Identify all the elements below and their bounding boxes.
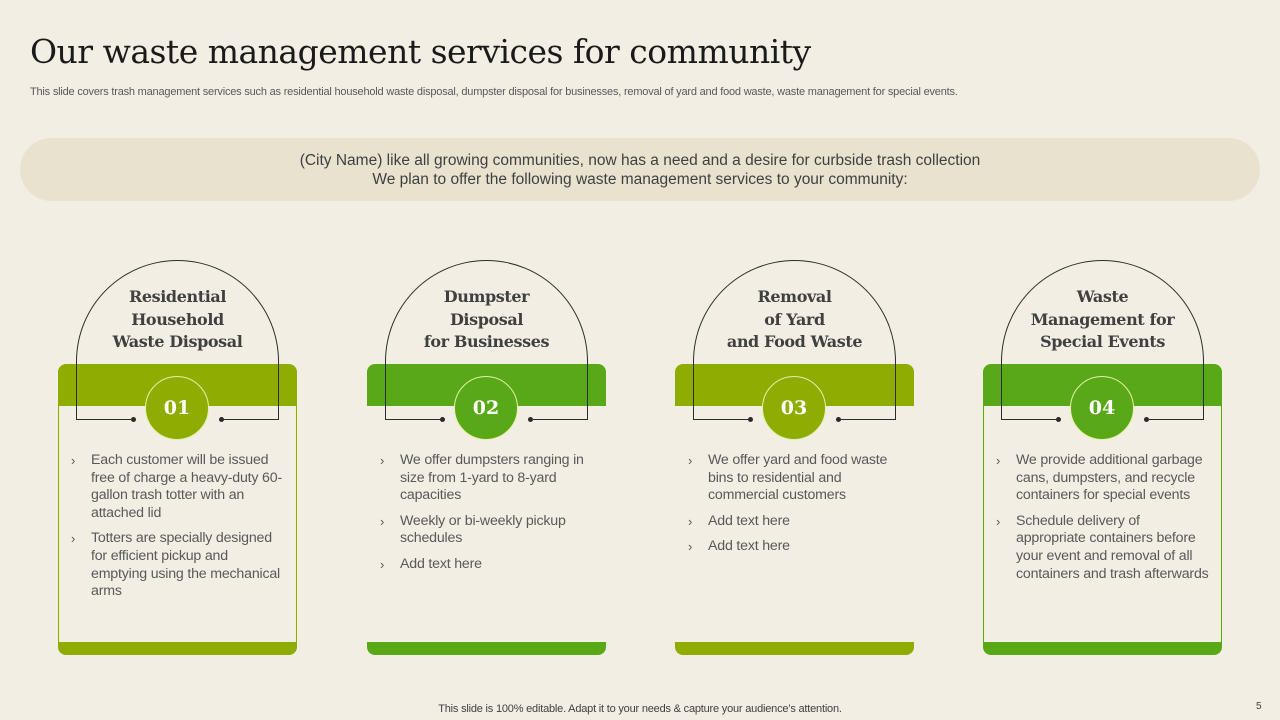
card-title: Dumpster Disposal for Businesses	[387, 286, 586, 354]
bullet-item: › We offer yard and food waste bins to re…	[688, 452, 903, 505]
service-card-4: Waste Management for Special Events 04 ›…	[983, 258, 1222, 656]
card-title-line: Waste	[1076, 287, 1129, 306]
service-card-1: Residential Household Waste Disposal 01 …	[58, 258, 297, 656]
card-number-badge: 04	[1070, 376, 1134, 440]
card-title: Residential Household Waste Disposal	[78, 286, 277, 354]
intro-banner: (City Name) like all growing communities…	[20, 138, 1260, 201]
card-footer-bar	[983, 642, 1222, 655]
bullet-item: › We offer dumpsters ranging in size from…	[380, 452, 595, 505]
slide-subtitle: This slide covers trash management servi…	[30, 86, 958, 98]
chevron-right-icon: ›	[71, 531, 76, 547]
bullet-item: › Schedule delivery of appropriate contai…	[996, 513, 1211, 583]
bullet-text: We offer dumpsters ranging in size from …	[400, 452, 584, 504]
bullet-item: › Add text here	[688, 538, 903, 556]
connector-line-right	[530, 419, 588, 421]
card-title-line: Waste Disposal	[112, 332, 243, 351]
connector-dot-left	[440, 417, 445, 422]
chevron-right-icon: ›	[380, 453, 385, 468]
bullet-item: › Totters are specially designed for effi…	[71, 530, 286, 600]
connector-line-left	[76, 419, 134, 421]
slide-title: Our waste management services for commun…	[30, 32, 811, 71]
card-title-line: Dumpster	[443, 287, 530, 306]
bullet-text: Add text here	[400, 555, 482, 572]
chevron-right-icon: ›	[688, 513, 693, 529]
banner-line-2: We plan to offer the following waste man…	[372, 170, 908, 188]
bullet-text: Each customer will be issued free of cha…	[91, 452, 282, 521]
chevron-right-icon: ›	[688, 453, 693, 468]
bullet-text: Add text here	[708, 512, 790, 529]
card-title-line: Management for	[1030, 309, 1175, 329]
card-title-line: of Yard	[764, 309, 825, 329]
connector-line-left	[385, 419, 443, 421]
connector-dot-right	[836, 417, 841, 422]
bullet-text: Add text here	[708, 538, 790, 555]
connector-dot-left	[1056, 417, 1061, 422]
chevron-right-icon: ›	[71, 453, 76, 468]
banner-line-1: (City Name) like all growing communities…	[299, 151, 981, 169]
chevron-right-icon: ›	[380, 513, 385, 529]
bullet-item: › Weekly or bi-weekly pickup schedules	[380, 513, 595, 548]
connector-line-left	[1001, 419, 1059, 421]
card-bullet-list: › We offer yard and food waste bins to re…	[688, 452, 903, 564]
card-number-badge: 01	[145, 376, 209, 440]
slide-footer-note: This slide is 100% editable. Adapt it to…	[438, 703, 842, 715]
card-title-line: Removal	[757, 287, 832, 306]
card-title-line: Special Events	[1040, 332, 1165, 351]
connector-line-right	[1146, 419, 1204, 421]
chevron-right-icon: ›	[996, 453, 1001, 468]
card-footer-bar	[58, 642, 297, 655]
connector-line-right	[838, 419, 896, 421]
card-number-badge: 02	[454, 376, 518, 440]
bullet-item: › Each customer will be issued free of ch…	[71, 452, 286, 522]
service-card-2: Dumpster Disposal for Businesses 02 › We …	[367, 258, 606, 656]
connector-line-left	[693, 419, 751, 421]
bullet-item: › We provide additional garbage cans, dum…	[996, 452, 1211, 505]
bullet-item: › Add text here	[380, 556, 595, 574]
bullet-text: Schedule delivery of appropriate contain…	[1016, 512, 1209, 582]
card-body	[983, 406, 1222, 642]
card-title-line: Household	[131, 309, 224, 329]
card-bullet-list: › We provide additional garbage cans, dum…	[996, 452, 1211, 591]
page-number: 5	[1256, 701, 1262, 712]
connector-dot-left	[131, 417, 136, 422]
card-title: Removal of Yard and Food Waste	[695, 286, 894, 354]
service-card-3: Removal of Yard and Food Waste 03 › We of…	[675, 258, 914, 656]
card-title-line: Disposal	[449, 309, 524, 329]
bullet-text: We offer yard and food waste bins to res…	[708, 452, 888, 504]
chevron-right-icon: ›	[380, 556, 385, 572]
connector-dot-right	[1144, 417, 1149, 422]
card-title-line: and Food Waste	[726, 332, 863, 351]
card-title-line: for Businesses	[423, 332, 550, 351]
chevron-right-icon: ›	[688, 539, 693, 555]
bullet-text: Weekly or bi-weekly pickup schedules	[400, 512, 566, 547]
bullet-item: › Add text here	[688, 513, 903, 531]
connector-line-right	[221, 419, 279, 421]
chevron-right-icon: ›	[996, 513, 1001, 529]
card-title: Waste Management for Special Events	[1003, 286, 1202, 354]
connector-dot-left	[748, 417, 753, 422]
card-title-line: Residential	[128, 287, 227, 306]
bullet-text: Totters are specially designed for effic…	[91, 530, 280, 600]
card-footer-bar	[367, 642, 606, 655]
connector-dot-right	[219, 417, 224, 422]
card-bullet-list: › Each customer will be issued free of ch…	[71, 452, 286, 609]
card-number-badge: 03	[762, 376, 826, 440]
connector-dot-right	[528, 417, 533, 422]
card-footer-bar	[675, 642, 914, 655]
bullet-text: We provide additional garbage cans, dump…	[1016, 452, 1203, 504]
card-body	[58, 406, 297, 642]
card-bullet-list: › We offer dumpsters ranging in size from…	[380, 452, 595, 582]
